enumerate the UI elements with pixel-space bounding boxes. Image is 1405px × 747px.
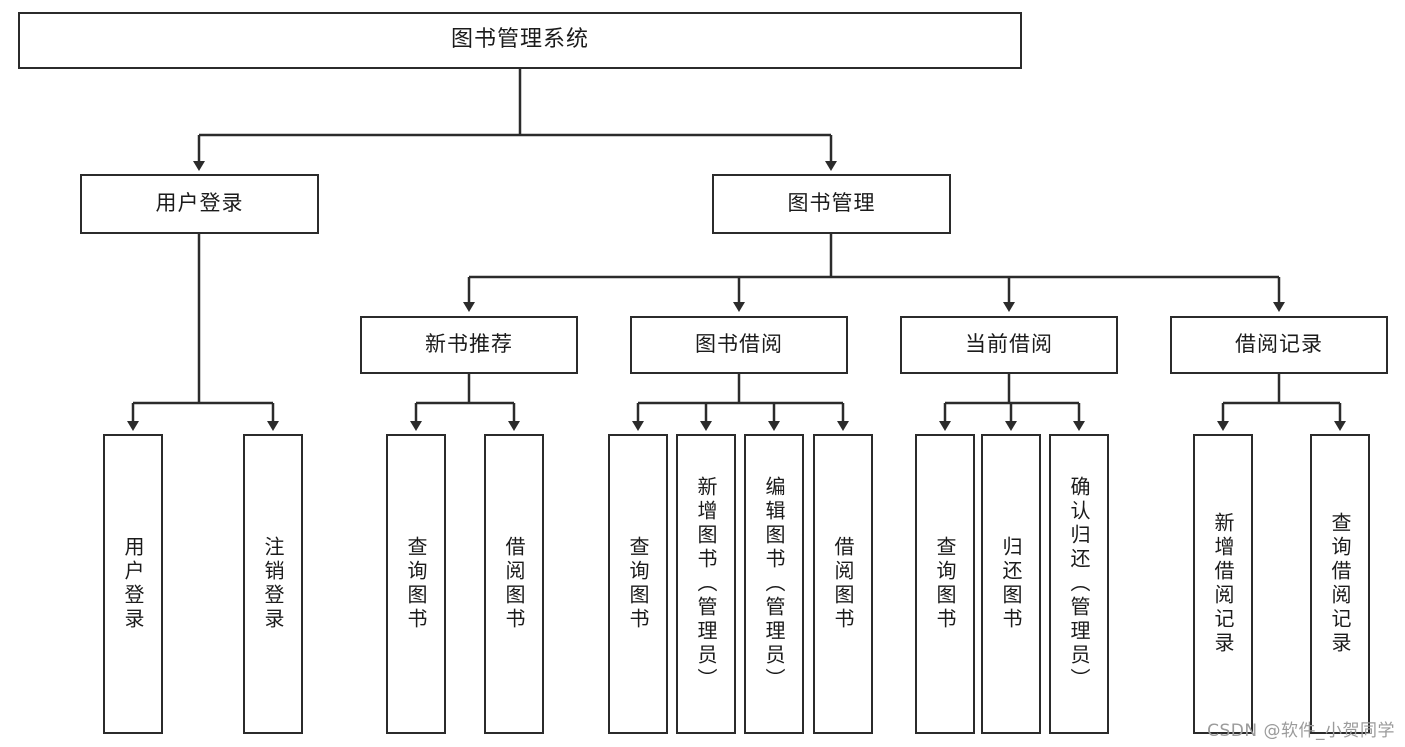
node-label: 查询图书 (404, 536, 428, 632)
node-book-borrow[interactable]: 图书借阅 (630, 316, 848, 374)
leaf-current-borrow-query[interactable]: 查询图书 (915, 434, 975, 734)
node-label: 编辑图书（管理员） (762, 476, 786, 692)
node-label: 注销登录 (261, 536, 285, 632)
node-label: 查询借阅记录 (1328, 512, 1352, 656)
node-label: 用户登录 (121, 536, 145, 632)
leaf-book-borrow-borrow[interactable]: 借阅图书 (813, 434, 873, 734)
leaf-borrow-record-add[interactable]: 新增借阅记录 (1193, 434, 1253, 734)
node-label: 图书借阅 (695, 332, 783, 357)
leaf-user-login-logout[interactable]: 注销登录 (243, 434, 303, 734)
node-current-borrow[interactable]: 当前借阅 (900, 316, 1118, 374)
watermark: CSDN @软件_小贺同学 (1207, 721, 1395, 741)
node-label: 新书推荐 (425, 332, 513, 357)
node-label: 归还图书 (999, 536, 1023, 632)
node-label: 新增借阅记录 (1211, 512, 1235, 656)
node-label: 借阅图书 (502, 536, 526, 632)
node-label: 确认归还（管理员） (1067, 476, 1091, 692)
leaf-book-borrow-query[interactable]: 查询图书 (608, 434, 668, 734)
node-new-book-recommend[interactable]: 新书推荐 (360, 316, 578, 374)
leaf-user-login-login[interactable]: 用户登录 (103, 434, 163, 734)
node-label: 查询图书 (933, 536, 957, 632)
node-label: 借阅记录 (1235, 332, 1323, 357)
node-label: 借阅图书 (831, 536, 855, 632)
leaf-new-book-borrow[interactable]: 借阅图书 (484, 434, 544, 734)
leaf-book-borrow-edit[interactable]: 编辑图书（管理员） (744, 434, 804, 734)
node-label: 图书管理 (787, 191, 876, 216)
leaf-current-borrow-return[interactable]: 归还图书 (981, 434, 1041, 734)
node-label: 用户登录 (155, 191, 244, 216)
leaf-new-book-query[interactable]: 查询图书 (386, 434, 446, 734)
node-book-management[interactable]: 图书管理 (712, 174, 951, 234)
node-label: 图书管理系统 (450, 27, 589, 53)
leaf-current-borrow-confirm-return[interactable]: 确认归还（管理员） (1049, 434, 1109, 734)
node-label: 当前借阅 (965, 332, 1053, 357)
node-user-login[interactable]: 用户登录 (80, 174, 319, 234)
node-label: 新增图书（管理员） (694, 476, 718, 692)
node-root-system[interactable]: 图书管理系统 (18, 12, 1022, 69)
node-borrow-record[interactable]: 借阅记录 (1170, 316, 1388, 374)
leaf-book-borrow-add[interactable]: 新增图书（管理员） (676, 434, 736, 734)
leaf-borrow-record-query[interactable]: 查询借阅记录 (1310, 434, 1370, 734)
node-label: 查询图书 (626, 536, 650, 632)
